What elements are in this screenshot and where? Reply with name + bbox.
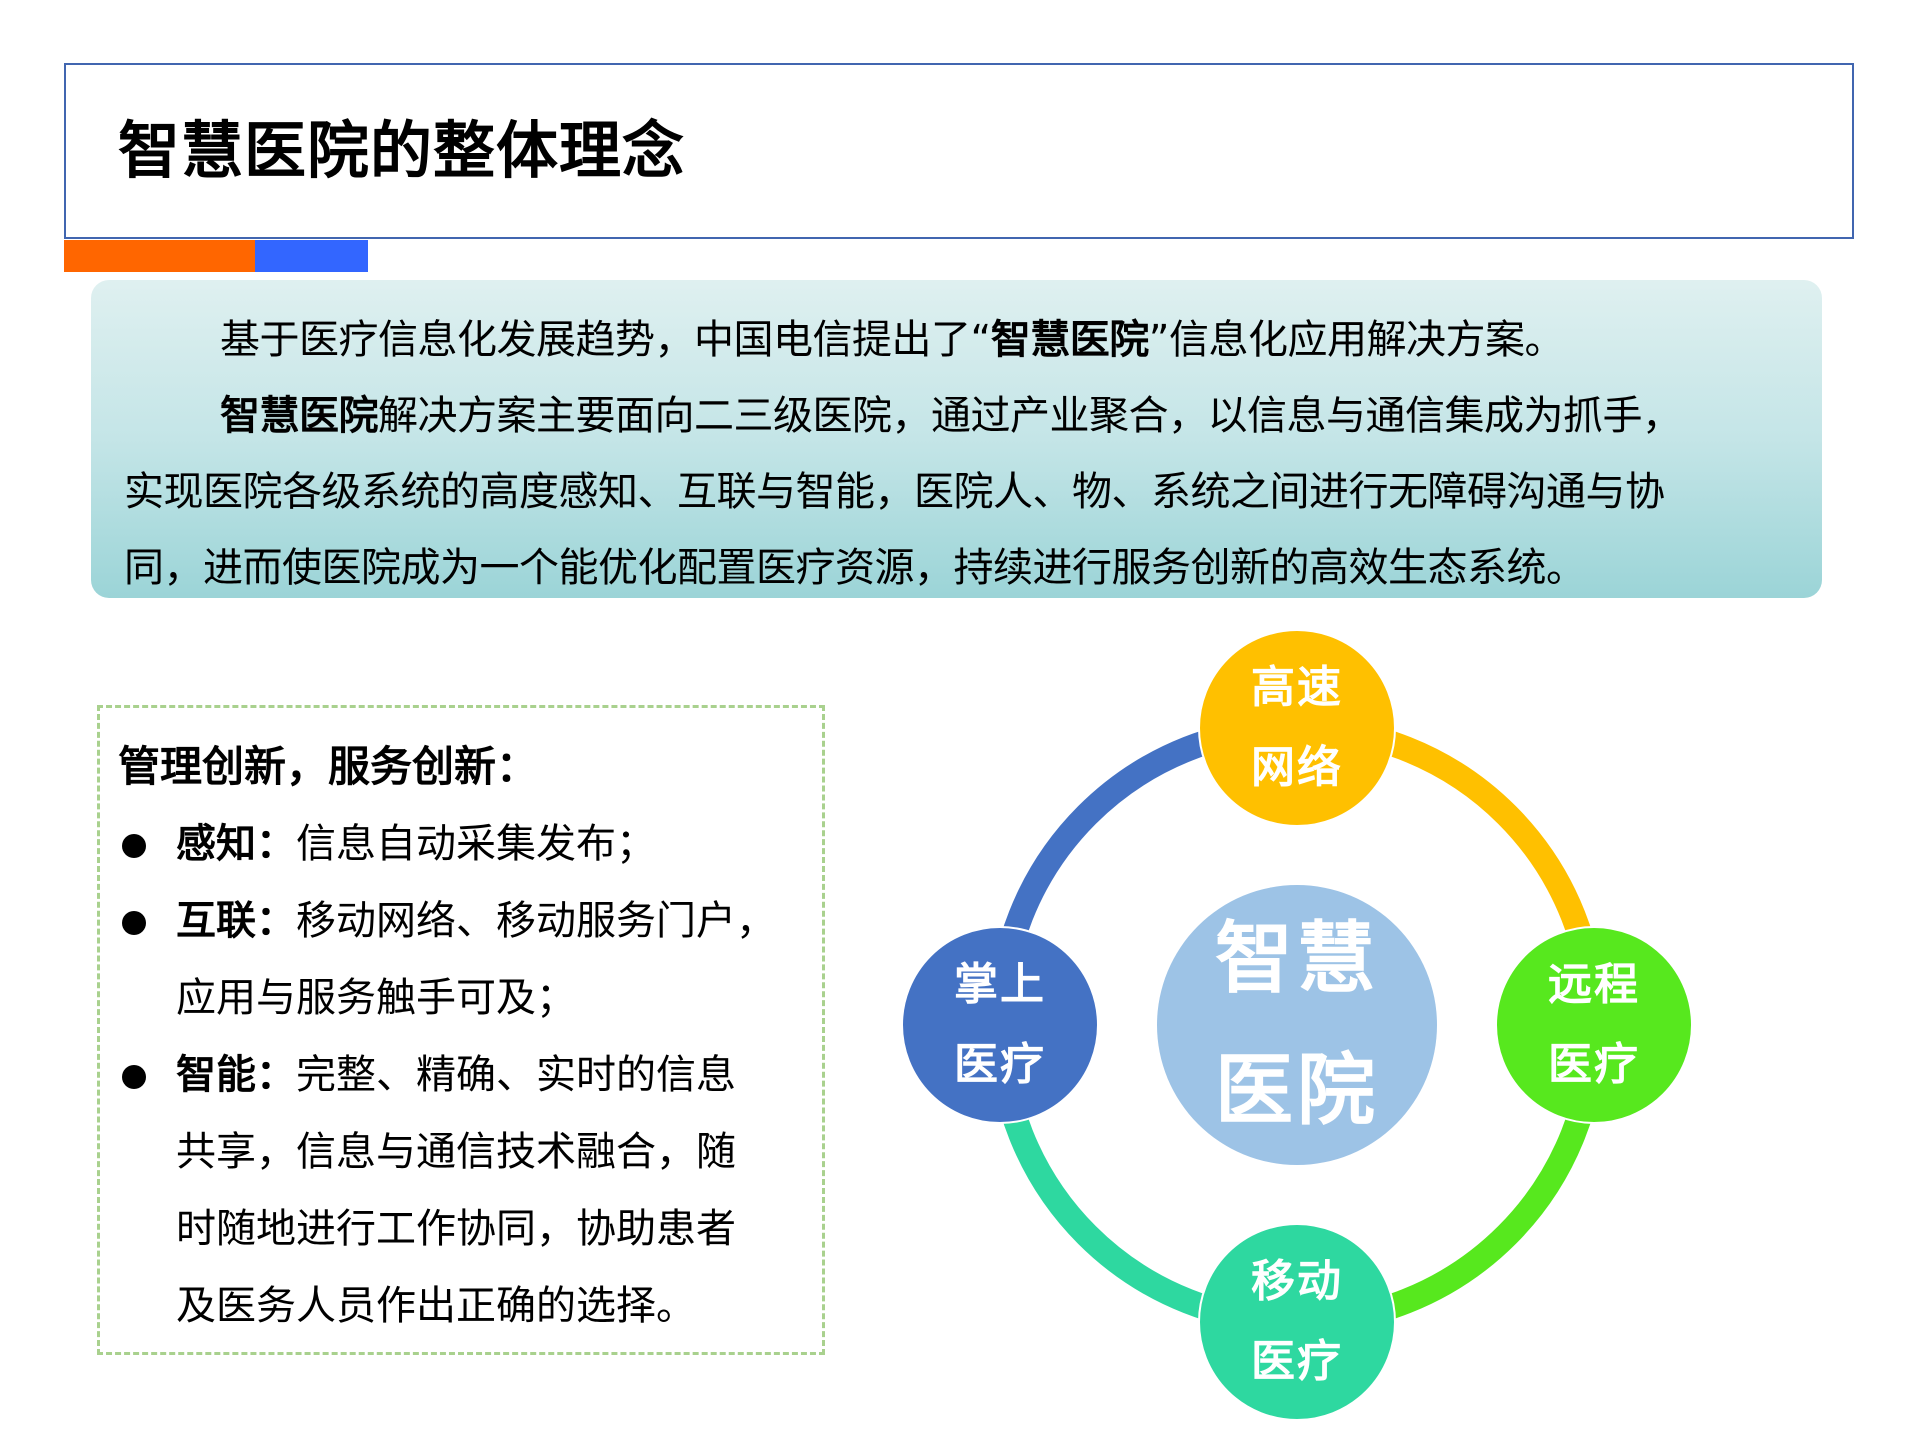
node-high-speed-network: 高速 网络 <box>1198 629 1396 827</box>
bullet-icon <box>122 834 146 858</box>
accent-bar-orange <box>64 240 255 272</box>
highlight-term: 智慧医院 <box>990 317 1150 363</box>
node-mobile-medical: 移动 医疗 <box>1198 1223 1396 1421</box>
highlight-term: 智慧医院 <box>220 393 379 439</box>
intro-line-1: 基于医疗信息化发展趋势，中国电信提出了“智慧医院”信息化应用解决方案。 <box>220 317 1564 363</box>
list-item-perception: 感知：信息自动采集发布； <box>118 806 822 883</box>
node-handheld-medical: 掌上 医疗 <box>901 926 1099 1124</box>
bullet-icon <box>122 911 146 935</box>
intro-line-4: 同，进而使医院成为一个能优化配置医疗资源，持续进行服务创新的高效生态系统。 <box>124 545 1586 591</box>
intro-panel: 基于医疗信息化发展趋势，中国电信提出了“智慧医院”信息化应用解决方案。 智慧医院… <box>91 280 1822 598</box>
node-remote-medical: 远程 医疗 <box>1495 926 1693 1124</box>
innovation-heading: 管理创新，服务创新： <box>118 742 539 791</box>
center-node-smart-hospital: 智慧 医院 <box>1157 885 1437 1165</box>
intro-line-2: 智慧医院解决方案主要面向二三级医院，通过产业聚合，以信息与通信集成为抓手， <box>220 393 1682 439</box>
accent-bar-blue <box>255 240 368 272</box>
smart-hospital-diagram: 智慧 医院 高速 网络 远程 医疗 移动 医疗 掌上 医疗 <box>880 610 1720 1440</box>
title-box: 智慧医院的整体理念 <box>64 63 1854 239</box>
list-item-interconnect: 互联：移动网络、移动服务门户， 应用与服务触手可及； <box>118 883 822 1037</box>
item-label: 互联： <box>176 898 296 944</box>
item-label: 智能： <box>176 1052 296 1098</box>
page-title: 智慧医院的整体理念 <box>118 114 686 187</box>
innovation-box: 管理创新，服务创新： 感知：信息自动采集发布； 互联：移动网络、移动服务门户， … <box>97 705 825 1355</box>
intro-line-3: 实现医院各级系统的高度感知、互联与智能，医院人、物、系统之间进行无障碍沟通与协 <box>124 469 1665 515</box>
bullet-icon <box>122 1065 146 1089</box>
item-label: 感知： <box>176 821 296 867</box>
list-item-intelligence: 智能：完整、精确、实时的信息 共享，信息与通信技术融合，随 时随地进行工作协同，… <box>118 1037 822 1345</box>
